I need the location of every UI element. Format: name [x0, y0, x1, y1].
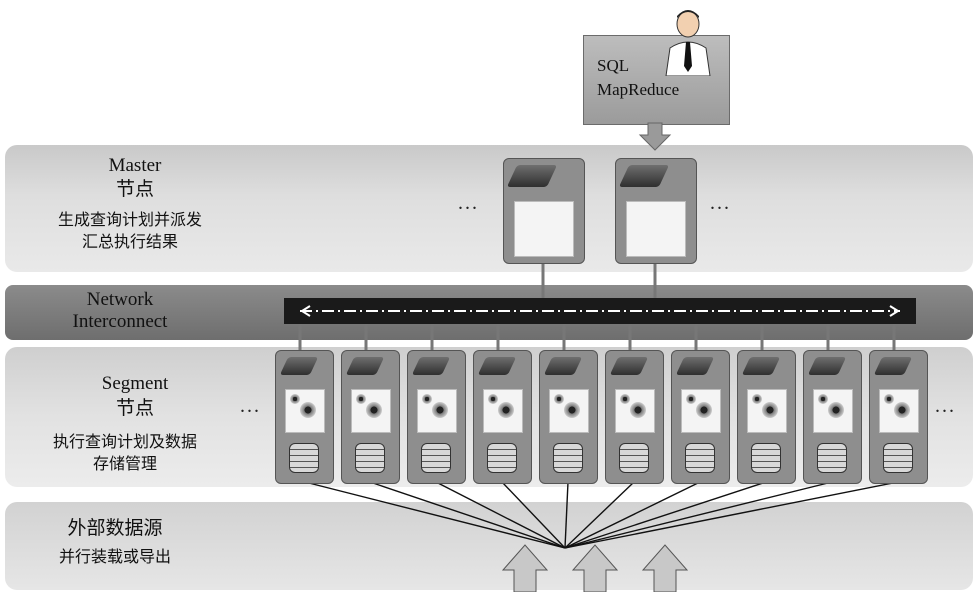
segment-node [473, 350, 532, 484]
database-icon [751, 443, 781, 473]
segment-node [275, 350, 334, 484]
segment-node [407, 350, 466, 484]
disk-icon [506, 165, 558, 187]
network-bus-left-arrow [300, 305, 311, 317]
task-icon [747, 389, 787, 433]
task-icon [879, 389, 919, 433]
gear-icon [554, 394, 564, 404]
task-icon [483, 389, 523, 433]
gear-icon [630, 402, 646, 418]
database-icon [553, 443, 583, 473]
gear-icon [828, 402, 844, 418]
gear-icon [686, 394, 696, 404]
task-icon [615, 389, 655, 433]
disk-icon [618, 165, 670, 187]
disk-icon [411, 357, 451, 375]
gear-icon [894, 402, 910, 418]
segment-title: Segment [101, 373, 169, 394]
disk-icon [807, 357, 847, 375]
master-title: Master [108, 155, 162, 176]
gear-icon [884, 394, 894, 404]
external-title: 外部数据源 [67, 517, 163, 539]
database-icon [289, 443, 319, 473]
network-title-line1: Network [86, 289, 154, 310]
segment-title-cn: 节点 [115, 397, 154, 419]
gear-icon [564, 402, 580, 418]
database-icon [421, 443, 451, 473]
query-plan-icon [626, 201, 686, 257]
disk-icon [873, 357, 913, 375]
gear-icon [366, 402, 382, 418]
disk-icon [675, 357, 715, 375]
segment-node [803, 350, 862, 484]
network-bus-bar [284, 298, 916, 324]
disk-icon [543, 357, 583, 375]
disk-icon [345, 357, 385, 375]
gear-icon [752, 394, 762, 404]
client-sql-label: SQL [597, 56, 630, 75]
task-icon [417, 389, 457, 433]
segment-node [605, 350, 664, 484]
segment-node [869, 350, 928, 484]
client-sql-box: SQL MapReduce [583, 35, 730, 125]
database-icon [817, 443, 847, 473]
task-icon [351, 389, 391, 433]
segment-desc-line2: 存储管理 [92, 454, 157, 473]
master-ellipsis-left: ... [458, 192, 479, 214]
user-icon [665, 10, 711, 76]
gear-icon [300, 402, 316, 418]
segment-node [539, 350, 598, 484]
gear-icon [488, 394, 498, 404]
segment-node [737, 350, 796, 484]
gear-icon [356, 394, 366, 404]
master-desc-line2: 汇总执行结果 [81, 232, 178, 251]
task-icon [549, 389, 589, 433]
disk-icon [477, 357, 517, 375]
client-mapreduce-label: MapReduce [597, 80, 680, 99]
disk-icon [609, 357, 649, 375]
gear-icon [818, 394, 828, 404]
database-icon [619, 443, 649, 473]
gear-icon [290, 394, 300, 404]
master-ellipsis-right: ... [710, 192, 731, 214]
master-node [503, 158, 585, 264]
database-icon [883, 443, 913, 473]
disk-icon [741, 357, 781, 375]
network-bus-right-arrow [889, 305, 900, 317]
disk-icon [279, 357, 319, 375]
master-node [615, 158, 697, 264]
database-icon [685, 443, 715, 473]
gear-icon [620, 394, 630, 404]
task-icon [813, 389, 853, 433]
segment-node [671, 350, 730, 484]
gear-icon [762, 402, 778, 418]
query-plan-icon [514, 201, 574, 257]
gear-icon [422, 394, 432, 404]
gear-icon [498, 402, 514, 418]
sql-down-arrow [638, 122, 672, 151]
gear-icon [696, 402, 712, 418]
task-icon [681, 389, 721, 433]
master-layer-band [5, 145, 973, 272]
master-title-cn: 节点 [115, 178, 154, 200]
segment-ellipsis-right: ... [935, 395, 956, 417]
network-title-line2: Interconnect [72, 311, 168, 332]
database-icon [487, 443, 517, 473]
external-layer-band [5, 502, 973, 590]
master-desc-line1: 生成查询计划并派发 [57, 210, 202, 229]
task-icon [285, 389, 325, 433]
database-icon [355, 443, 385, 473]
segment-desc-line1: 执行查询计划及数据 [52, 432, 197, 451]
segment-node [341, 350, 400, 484]
external-desc: 并行装载或导出 [58, 547, 171, 566]
gear-icon [432, 402, 448, 418]
segment-ellipsis-left: ... [240, 395, 261, 417]
